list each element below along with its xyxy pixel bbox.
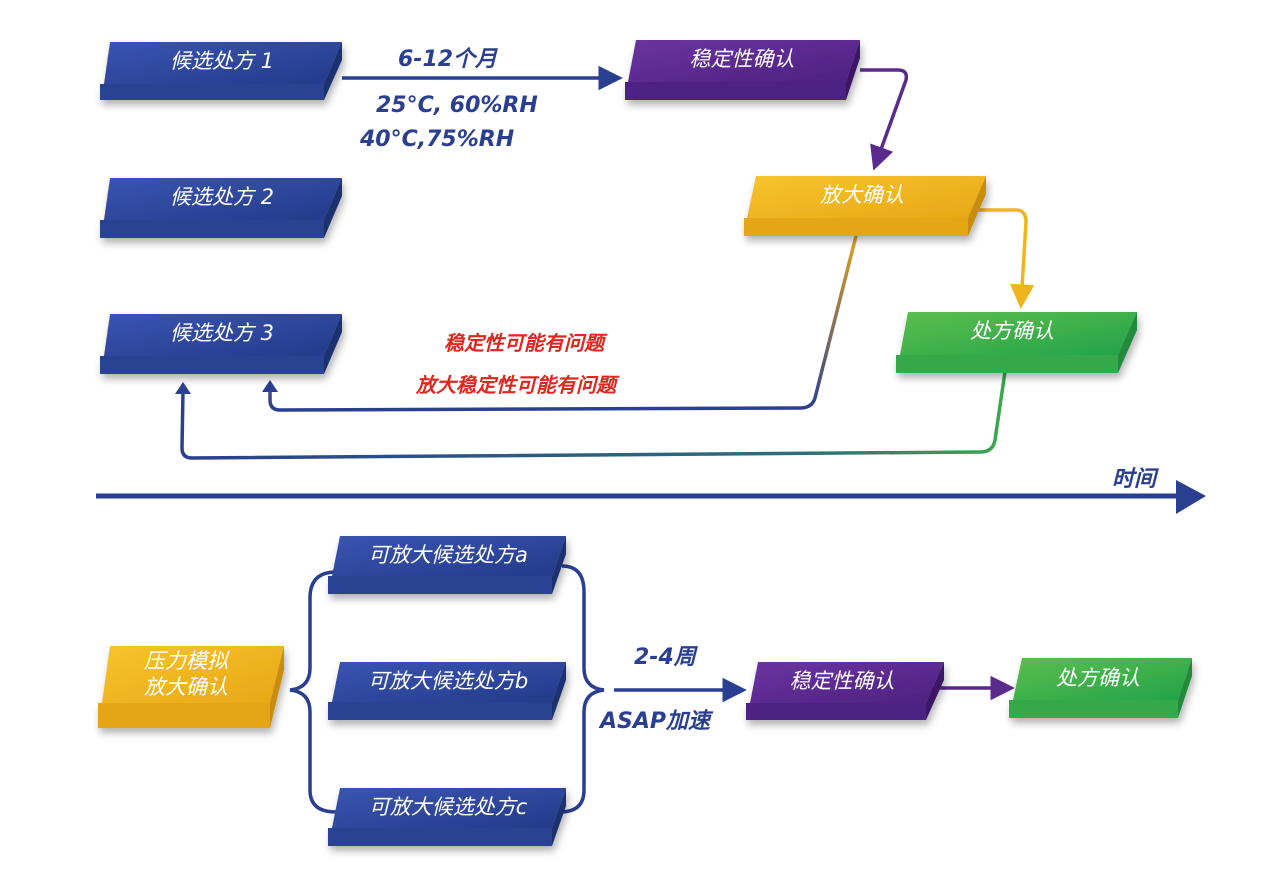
box-candidate-1: 候选处方 1 <box>100 42 342 100</box>
box-candidate-b: 可放大候选处方b <box>328 662 566 720</box>
label-candidate-b: 可放大候选处方b <box>368 669 528 693</box>
note-issue-scaleup: 放大稳定性可能有问题 <box>415 373 620 397</box>
note-issue-stability: 稳定性可能有问题 <box>444 331 608 355</box>
label-pressure-line1: 压力模拟 <box>144 649 230 673</box>
box-pressure-simulation: 压力模拟 放大确认 <box>98 646 284 728</box>
note-duration-bottom: 2-4周 <box>634 645 699 670</box>
box-formula-confirm-top: 处方确认 <box>896 312 1137 373</box>
arrow-formula-back-to-candidate3 <box>180 364 1008 460</box>
box-candidate-3: 候选处方 3 <box>100 314 342 374</box>
box-candidate-a: 可放大候选处方a <box>328 536 566 594</box>
box-candidate-2: 候选处方 2 <box>100 178 342 238</box>
box-formula-confirm-bottom: 处方确认 <box>1009 658 1192 718</box>
label-stability-confirm-top: 稳定性确认 <box>690 47 795 71</box>
note-condition-1: 25°C, 60%RH <box>376 93 538 118</box>
label-formula-confirm-bottom: 处方确认 <box>1056 666 1140 690</box>
note-duration-top: 6-12个月 <box>398 46 498 72</box>
timeline-label: 时间 <box>1112 467 1159 492</box>
label-scaleup-confirm: 放大确认 <box>820 183 904 207</box>
arrow-scaleup-back-to-candidate3 <box>268 227 860 412</box>
arrow-scaleup-to-formula <box>975 208 1035 309</box>
arrowhead-to-candidate3-right <box>262 380 278 392</box>
box-candidate-c: 可放大候选处方c <box>328 788 566 846</box>
label-pressure-line2: 放大确认 <box>144 675 228 699</box>
label-stability-confirm-bottom: 稳定性确认 <box>790 669 895 693</box>
brace-right <box>559 564 605 814</box>
brace-left <box>289 570 337 814</box>
note-accelerate: ASAP加速 <box>598 709 714 734</box>
box-stability-confirm-bottom: 稳定性确认 <box>746 662 944 720</box>
label-candidate-3: 候选处方 3 <box>170 321 274 345</box>
label-candidate-2: 候选处方 2 <box>170 185 274 209</box>
arrow-stability-to-scaleup <box>860 68 909 171</box>
label-candidate-a: 可放大候选处方a <box>368 543 528 567</box>
label-formula-confirm-top: 处方确认 <box>970 319 1054 343</box>
arrowhead-to-candidate3-left <box>175 382 191 394</box>
note-condition-2: 40°C,75%RH <box>359 127 514 152</box>
box-stability-confirm-top: 稳定性确认 <box>625 40 860 100</box>
box-scaleup-confirm: 放大确认 <box>744 176 986 236</box>
label-candidate-c: 可放大候选处方c <box>369 795 528 819</box>
label-candidate-1: 候选处方 1 <box>170 49 274 73</box>
timeline-arrowhead <box>1176 480 1206 514</box>
